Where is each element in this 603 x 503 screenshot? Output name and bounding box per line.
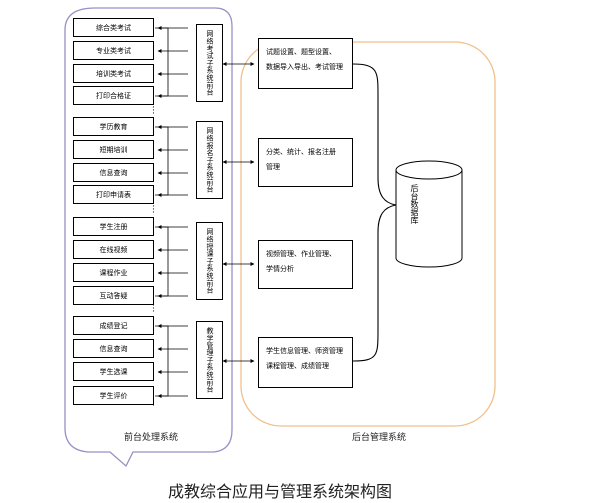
- item-student-evaluation: 学生评价: [73, 386, 154, 405]
- item-print-certificate: 打印合格证: [73, 86, 154, 105]
- subsystem-online-registration: 网络报名子系统前台: [196, 121, 223, 199]
- item-short-training: 短期培训: [73, 140, 154, 159]
- item-professional-exam: 专业类考试: [73, 41, 154, 60]
- item-student-register: 学生注册: [73, 217, 154, 236]
- item-training-exam: 培训类考试: [73, 64, 154, 83]
- backend-region-label: 后台管理系统: [352, 433, 407, 443]
- item-course-selection: 学生选课: [73, 362, 154, 381]
- item-degree-education: 学历教育: [73, 117, 154, 136]
- backend-region-outline: [240, 41, 496, 427]
- database-cylinder: [395, 160, 463, 268]
- item-info-query-2: 信息查询: [73, 339, 154, 358]
- item-arrows: [157, 26, 188, 398]
- curly-brace: [352, 63, 397, 362]
- bidirectional-arrows: [222, 62, 255, 363]
- ellipsis-dots: ···: [152, 395, 155, 411]
- group-brackets: [155, 27, 169, 397]
- module-registration-management: 分类、统计、报名注册管理: [258, 138, 353, 187]
- item-course-homework: 课程作业: [73, 263, 154, 282]
- subsystem-online-teaching: 网络授课子系统前台: [196, 222, 223, 300]
- module-teaching-management: 视频管理、作业管理、学情分析: [258, 240, 353, 289]
- subsystem-teaching-management: 教学管理子系统前台: [196, 321, 223, 399]
- item-print-application: 打印申请表: [73, 185, 154, 204]
- frontend-region-label: 前台处理系统: [124, 433, 179, 443]
- frontend-region-outline: [64, 7, 233, 468]
- item-comprehensive-exam: 综合类考试: [73, 18, 154, 37]
- module-academic-management: 学生信息管理、师资管理课程管理、成绩管理: [258, 337, 353, 388]
- module-exam-management: 试题设置、题型设置、数据导入导出、考试管理: [258, 38, 353, 89]
- item-online-video: 在线视频: [73, 240, 154, 259]
- figure-caption: 成教综合应用与管理系统架构图: [167, 482, 392, 501]
- item-interactive-qa: 互动答疑: [73, 286, 154, 305]
- subsystem-online-exam: 网络考试子系统前台: [196, 24, 223, 102]
- item-info-query: 信息查询: [73, 163, 154, 182]
- ellipsis-dots: ···: [152, 202, 155, 218]
- ellipsis-dots: ···: [152, 103, 155, 119]
- item-grade-entry: 成绩登记: [73, 316, 154, 335]
- database-label: 后台数据库: [410, 184, 419, 224]
- ellipsis-dots: ···: [152, 301, 155, 317]
